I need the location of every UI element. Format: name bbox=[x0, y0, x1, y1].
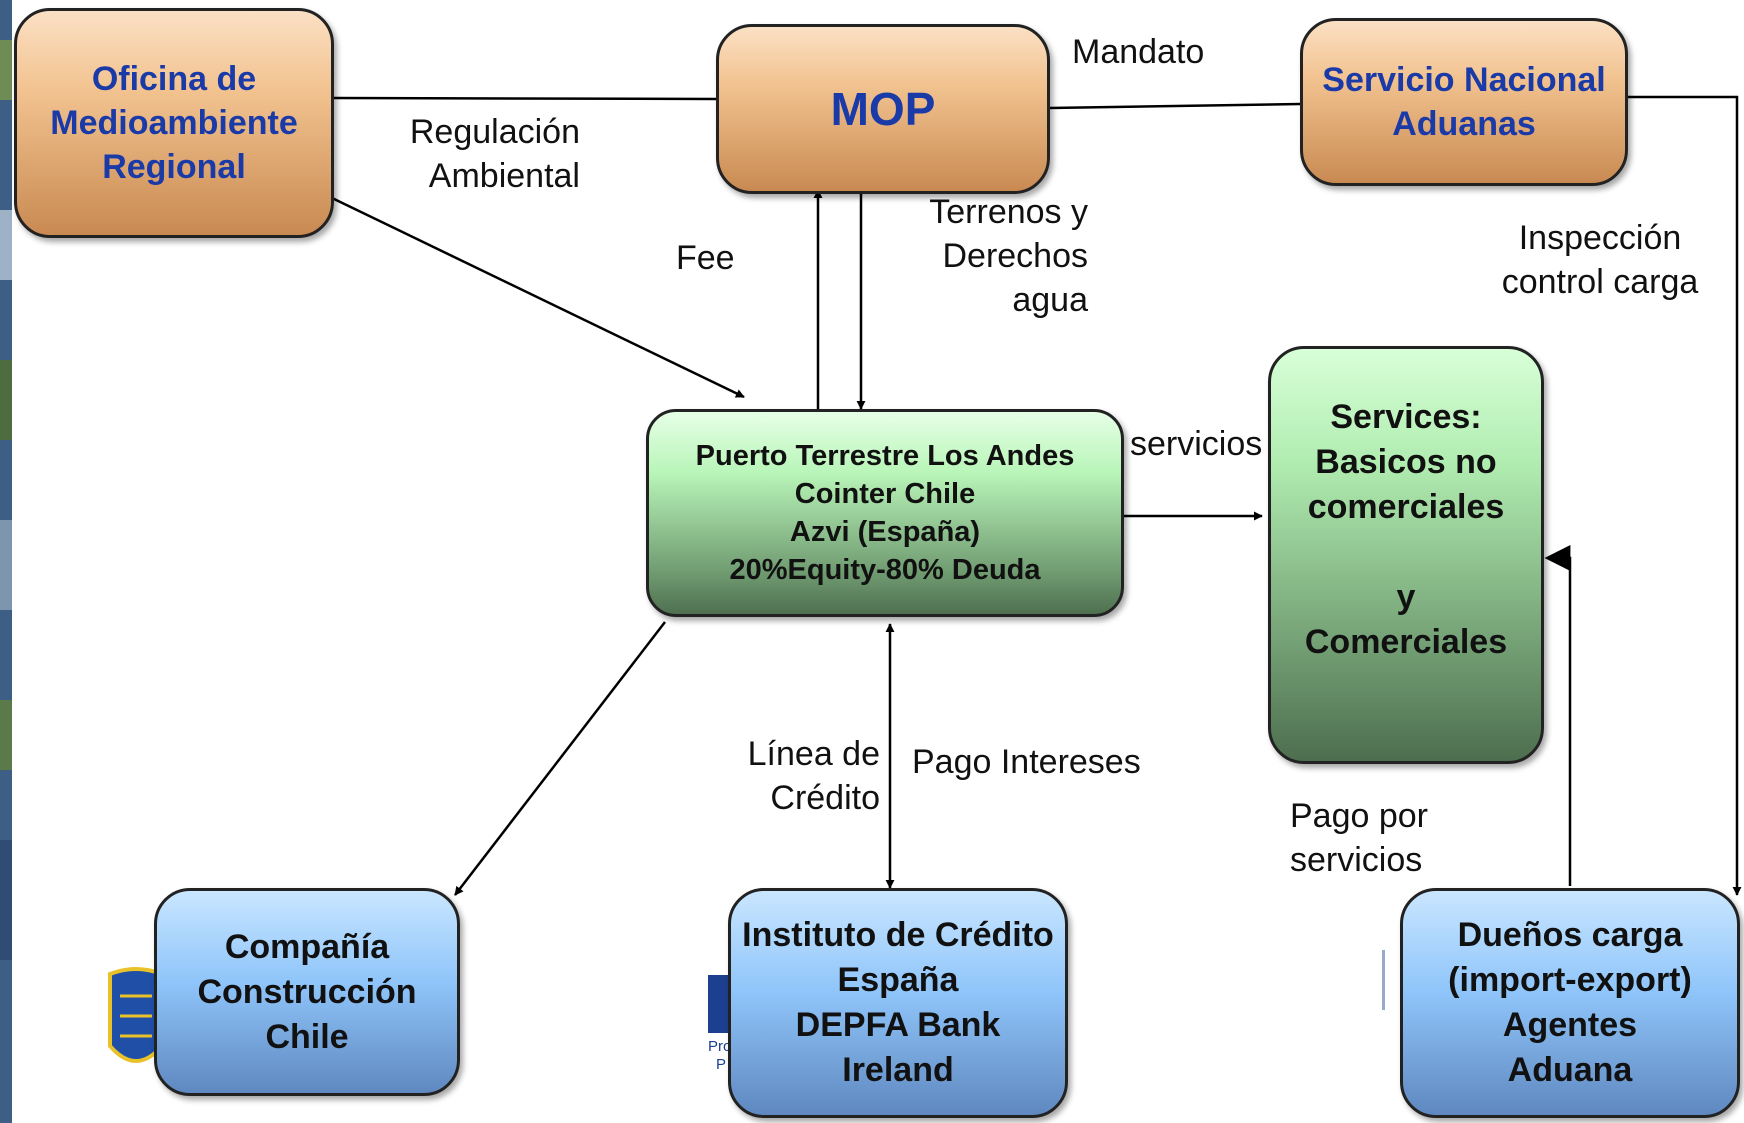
node-puerto-line-1: Puerto Terrestre Los Andes bbox=[695, 440, 1075, 472]
logo-partial-text-2: P bbox=[716, 1056, 727, 1073]
node-services: Services: Basicos no comerciales y Comer… bbox=[1268, 346, 1544, 764]
node-oficina-line-3: Regional bbox=[102, 148, 246, 186]
label-inspeccion-control: Inspección control carga bbox=[1480, 216, 1720, 304]
node-aduanas-line-2: Aduanas bbox=[1392, 105, 1536, 143]
node-duenos-line-3: Agentes bbox=[1502, 1006, 1638, 1044]
node-compania-construccion: Compañía Construcción Chile bbox=[154, 888, 460, 1096]
logo-partial-text-1: Pro bbox=[708, 1038, 732, 1055]
node-oficina-medioambiente: Oficina de Medioambiente Regional bbox=[14, 8, 334, 238]
edge-puerto-compania bbox=[454, 621, 666, 896]
logo-partial-text: Pro P bbox=[708, 1038, 731, 1074]
node-services-line-6: Comerciales bbox=[1304, 623, 1508, 661]
logo-partial-mark-icon bbox=[1382, 950, 1401, 1010]
node-puerto-line-4: 20%Equity-80% Deuda bbox=[729, 554, 1041, 586]
node-oficina-line-2: Medioambiente bbox=[50, 104, 298, 142]
edge-oficina-mop bbox=[331, 96, 717, 101]
node-mop: MOP bbox=[716, 24, 1050, 194]
label-inspeccion-line-2: control carga bbox=[1501, 263, 1699, 301]
label-terrenos-derechos: Terrenos y Derechos agua bbox=[880, 190, 1088, 322]
label-fee: Fee bbox=[676, 239, 735, 277]
node-services-line-2: Basicos no bbox=[1315, 443, 1497, 481]
label-mandato: Mandato bbox=[1072, 33, 1205, 71]
node-instituto-line-3: DEPFA Bank bbox=[795, 1006, 1001, 1044]
node-instituto-credito: Instituto de Crédito España DEPFA Bank I… bbox=[728, 888, 1068, 1118]
node-compania-line-3: Chile bbox=[265, 1017, 349, 1056]
node-servicio-aduanas: Servicio Nacional Aduanas bbox=[1300, 18, 1628, 186]
node-services-line-3: comerciales bbox=[1307, 488, 1505, 526]
label-linea-line-1: Línea de bbox=[747, 735, 880, 773]
node-puerto-line-3: Azvi (España) bbox=[789, 516, 981, 548]
node-instituto-line-2: España bbox=[837, 961, 959, 999]
label-linea-credito: Línea de Crédito bbox=[700, 732, 880, 820]
node-duenos-line-2: (import-export) bbox=[1448, 961, 1692, 999]
node-aduanas-line-1: Servicio Nacional bbox=[1322, 61, 1606, 99]
label-pago-servicios-line-2: servicios bbox=[1290, 841, 1423, 879]
label-linea-line-2: Crédito bbox=[770, 779, 880, 817]
label-inspeccion-line-1: Inspección bbox=[1518, 219, 1682, 257]
label-terrenos-line-2: Derechos bbox=[942, 237, 1088, 275]
node-services-line-5: y bbox=[1396, 578, 1416, 616]
edge-duenos-services bbox=[1544, 545, 1572, 886]
label-terrenos-line-1: Terrenos y bbox=[929, 193, 1088, 231]
node-mop-label: MOP bbox=[830, 83, 936, 135]
node-duenos-line-4: Aduana bbox=[1507, 1051, 1633, 1089]
node-duenos-line-1: Dueños carga bbox=[1457, 916, 1683, 954]
node-duenos-carga: Dueños carga (import-export) Agentes Adu… bbox=[1400, 888, 1740, 1118]
label-terrenos-line-3: agua bbox=[1012, 281, 1088, 319]
node-instituto-line-1: Instituto de Crédito bbox=[742, 916, 1054, 954]
label-regulacion-line-2: Ambiental bbox=[428, 157, 580, 195]
edge-aduanas-duenos bbox=[1628, 95, 1742, 896]
label-pago-intereses: Pago Intereses bbox=[912, 743, 1141, 781]
label-pago-servicios-line-1: Pago por bbox=[1290, 797, 1428, 835]
node-compania-line-2: Construcción bbox=[197, 972, 417, 1011]
label-servicios: servicios bbox=[1130, 425, 1263, 463]
edge-mop-aduanas bbox=[1049, 102, 1301, 110]
label-regulacion-ambiental: Regulación Ambiental bbox=[380, 110, 580, 198]
label-pago-servicios: Pago por servicios bbox=[1290, 794, 1428, 882]
node-compania-line-1: Compañía bbox=[224, 927, 390, 966]
node-puerto-terrestre: Puerto Terrestre Los Andes Cointer Chile… bbox=[646, 409, 1124, 617]
node-services-line-1: Services: bbox=[1330, 398, 1482, 436]
node-puerto-line-2: Cointer Chile bbox=[794, 478, 976, 510]
left-photo-strip bbox=[0, 0, 12, 1123]
node-oficina-line-1: Oficina de bbox=[91, 60, 257, 98]
label-regulacion-line-1: Regulación bbox=[409, 113, 580, 151]
node-instituto-line-4: Ireland bbox=[842, 1051, 954, 1089]
edge-oficina-puerto bbox=[331, 196, 745, 399]
